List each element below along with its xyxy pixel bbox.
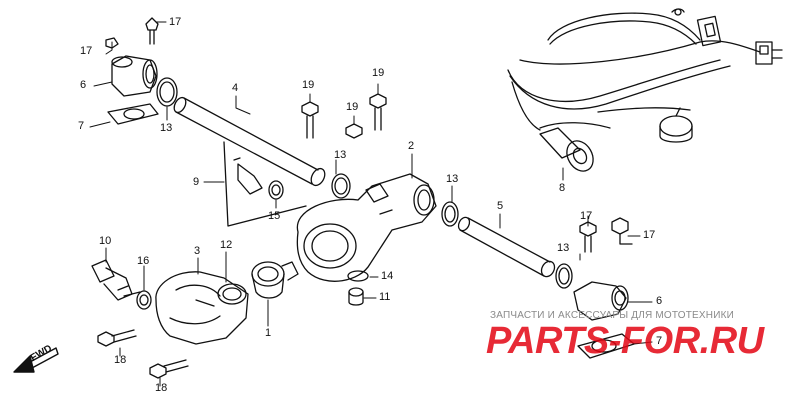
pump-housing-2	[296, 173, 437, 282]
callout-1: 1	[265, 327, 272, 339]
fwd-arrow-icon	[13, 347, 59, 373]
o-ring-13-pump	[441, 201, 459, 227]
callout-15: 15	[268, 210, 281, 222]
thermostat-1	[251, 261, 299, 299]
bracket-9	[223, 141, 307, 227]
callout-7: 7	[78, 120, 85, 132]
wire-harness	[507, 8, 783, 172]
bolts-19	[301, 93, 387, 139]
callout-14: 14	[381, 270, 394, 282]
watermark-brand: PARTS-FOR.RU	[486, 320, 764, 362]
callout-10: 10	[99, 235, 112, 247]
callout-18: 18	[114, 354, 127, 366]
callout-7: 7	[656, 335, 663, 347]
callout-2: 2	[408, 140, 415, 152]
callout-13: 13	[334, 149, 347, 161]
callout-11: 11	[379, 291, 391, 303]
cap-11	[348, 287, 364, 306]
callout-12: 12	[220, 239, 233, 251]
leader-lines	[89, 21, 653, 387]
callout-3: 3	[194, 245, 201, 257]
callout-5: 5	[497, 200, 504, 212]
callout-9: 9	[193, 176, 200, 188]
pipe-4	[173, 96, 326, 187]
watermark-tagline: ЗАПЧАСТИ И АКСЕССУАРЫ ДЛЯ МОТОТЕХНИКИ	[490, 310, 735, 321]
callout-4: 4	[232, 82, 239, 94]
o-ring-12	[217, 283, 247, 305]
upper-elbow-assembly	[105, 17, 178, 125]
washer-16	[136, 290, 152, 310]
callout-16: 16	[137, 255, 150, 267]
sensor-10	[91, 259, 141, 301]
callout-8: 8	[559, 182, 566, 194]
pipe-5	[457, 216, 556, 278]
thermostat-cover-3	[155, 271, 249, 345]
callout-6: 6	[80, 79, 87, 91]
callout-18: 18	[155, 382, 168, 394]
bolts-18	[97, 329, 189, 379]
callout-6: 6	[656, 295, 663, 307]
callout-19: 19	[372, 67, 385, 79]
callout-19: 19	[346, 101, 359, 113]
callout-17: 17	[80, 45, 93, 57]
o-ring-14	[347, 270, 369, 282]
callout-19: 19	[302, 79, 315, 91]
callout-17: 17	[643, 229, 656, 241]
callout-13: 13	[446, 173, 459, 185]
callout-13: 13	[160, 122, 173, 134]
callout-13: 13	[557, 242, 570, 254]
callout-17: 17	[580, 210, 593, 222]
callout-17: 17	[169, 16, 182, 28]
o-ring-13-mid	[331, 173, 351, 199]
o-ring-13-lower	[555, 263, 573, 289]
